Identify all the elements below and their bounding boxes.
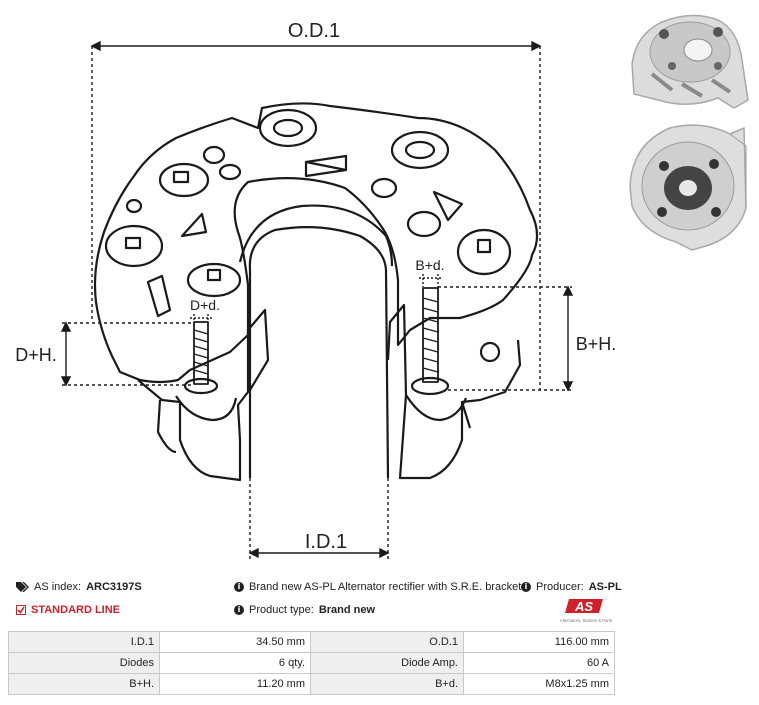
bd-label: B+d. [415, 257, 444, 273]
rectifier-body-outline [93, 102, 539, 384]
tags-icon [16, 582, 29, 592]
spec-table: I.D.1 34.50 mm O.D.1 116.00 mm Diodes 6 … [8, 631, 615, 695]
top-terminal-left [258, 108, 318, 148]
standard-line-badge: STANDARD LINE [16, 604, 120, 616]
as-index: AS index: ARC3197S [16, 581, 142, 593]
diode-left-1 [158, 162, 210, 198]
d-plus-stud [183, 321, 219, 395]
product-description: i Brand new AS-PL Alternator rectifier w… [234, 581, 521, 593]
info-icon: i [234, 582, 244, 592]
right-terminal-block [386, 303, 522, 480]
dd-label: D+d. [190, 297, 220, 313]
product-photo-bottom[interactable] [622, 116, 752, 256]
id-label: I.D.1 [305, 531, 347, 553]
product-type: i Product type: Brand new [234, 604, 375, 616]
diode-left-2 [104, 224, 164, 268]
diode-right-1 [456, 228, 512, 276]
table-row: Diodes 6 qty. Diode Amp. 60 A [8, 652, 615, 674]
od-label: O.D.1 [288, 20, 340, 42]
as-pl-logo: AS Alternators, Starters & Parts [560, 599, 612, 623]
central-slot [248, 226, 390, 479]
bh-label: B+H. [576, 334, 617, 354]
dh-label: D+H. [15, 345, 57, 365]
rectifier-technical-drawing: O.D.1 I.D.1 D+H. B+H. D+d. B+d. [15, 20, 617, 560]
checkbox-icon [16, 605, 26, 615]
producer: i Producer: AS-PL [521, 581, 622, 593]
table-row: I.D.1 34.50 mm O.D.1 116.00 mm [8, 631, 615, 653]
b-plus-stud [410, 287, 450, 396]
svg-text:AS: AS [574, 599, 593, 614]
table-row: B+H. 11.20 mm B+d. M8x1.25 mm [8, 673, 615, 695]
svg-text:Alternators, Starters & Parts: Alternators, Starters & Parts [560, 618, 612, 623]
info-icon: i [234, 605, 244, 615]
diode-left-3 [186, 262, 242, 298]
product-photo-top[interactable] [622, 4, 752, 112]
top-terminal-right [390, 130, 450, 170]
info-icon: i [521, 582, 531, 592]
left-terminal-block [137, 308, 270, 482]
